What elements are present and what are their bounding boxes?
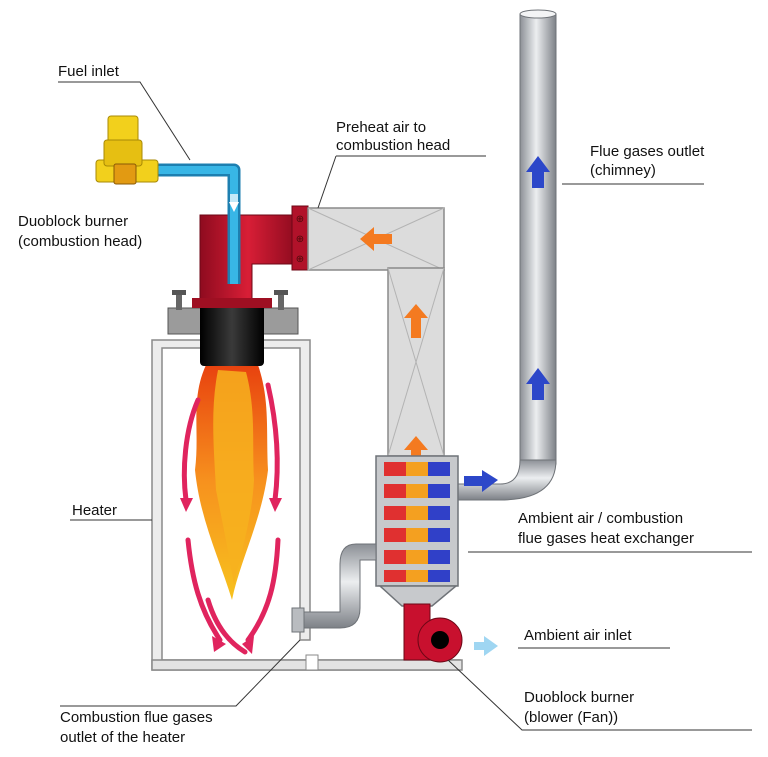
preheat-air-duct [307, 207, 445, 271]
preheat-air-label-line2: combustion head [336, 137, 451, 154]
blower-label-line2: (blower (Fan)) [524, 709, 619, 726]
heater-flue-outlet-pipe [291, 543, 377, 633]
flue-outlet-label-line2: (chimney) [590, 162, 656, 179]
heater-label: Heater [72, 502, 118, 519]
chimney-stack [455, 9, 557, 501]
burner-head-label-line2: (combustion head) [18, 233, 143, 250]
flue-recirculation-arrows [181, 382, 281, 655]
blower-fan [403, 603, 498, 663]
burner-flame [195, 365, 268, 600]
heater-body [151, 339, 463, 671]
blower-label-line1: Duoblock burner [524, 689, 635, 706]
svg-text:⊕: ⊕ [296, 234, 304, 245]
svg-text:⊕: ⊕ [296, 214, 304, 225]
ambient-air-inlet-label: Ambient air inlet [524, 627, 632, 644]
heater-outlet-label-line1: Combustion flue gases [60, 709, 213, 726]
fuel-inlet-label: Fuel inlet [58, 63, 119, 80]
svg-text:⊕: ⊕ [296, 254, 304, 265]
heat-exchanger [375, 455, 459, 607]
leader-lines [58, 81, 752, 731]
heater-outlet-label-line2: outlet of the heater [60, 729, 186, 746]
ambient-air-riser-duct [387, 267, 445, 462]
flue-recirculation-arrowheads [180, 498, 282, 654]
flue-outlet-label-line1: Flue gases outlet [590, 143, 705, 160]
burner-nozzle [200, 298, 264, 366]
preheat-air-label-line1: Preheat air to [336, 119, 427, 136]
exchanger-label-line1: Ambient air / combustion [518, 510, 684, 527]
fuel-valve [95, 115, 159, 185]
burner-head-label-line1: Duoblock burner [18, 213, 129, 230]
combustion-head: ⊕ ⊕ ⊕ [192, 205, 309, 308]
exchanger-label-line2: flue gases heat exchanger [518, 530, 694, 547]
